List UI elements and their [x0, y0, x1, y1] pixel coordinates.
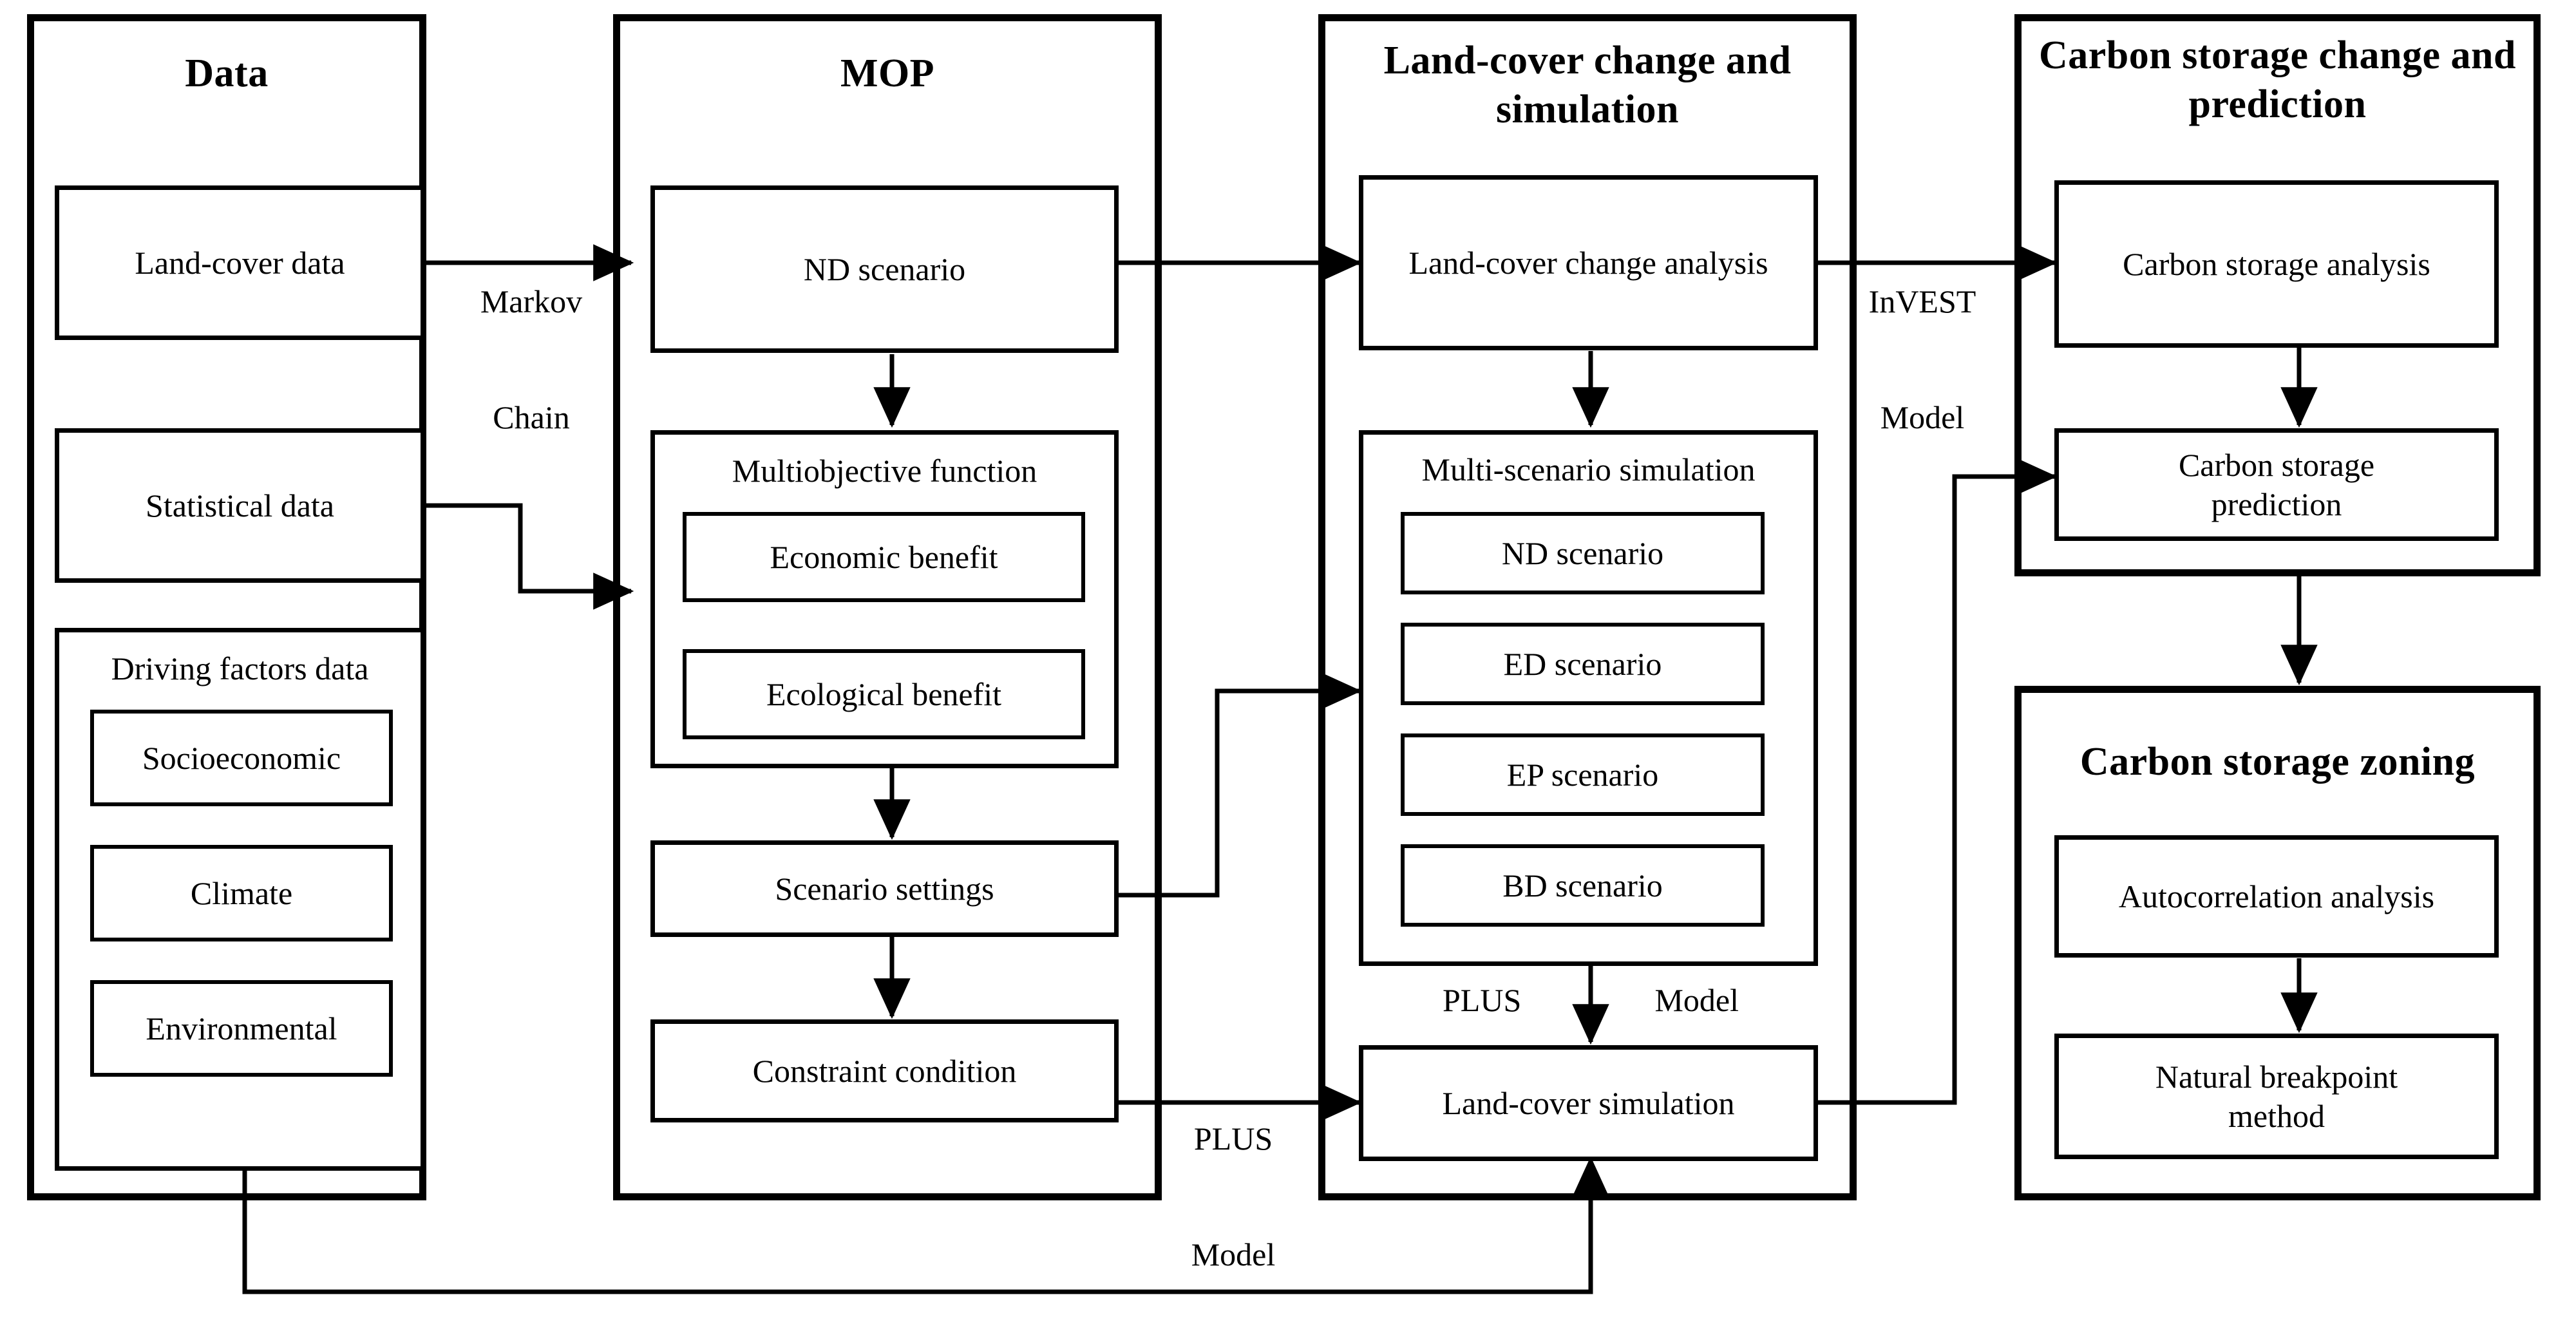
box-environmental[interactable]: Environmental — [90, 980, 393, 1077]
box-ep-scenario-sim[interactable]: EP scenario — [1401, 733, 1765, 816]
box-statistical-data-label: Statistical data — [146, 487, 334, 524]
box-socioeconomic-label: Socioeconomic — [142, 739, 341, 776]
box-ep-scenario-sim-label: EP scenario — [1506, 756, 1659, 793]
panel-carbon-storage-change-and-prediction[interactable]: Carbon storage change and prediction — [2014, 14, 2541, 576]
box-scenario-settings-label: Scenario settings — [775, 870, 994, 907]
box-ed-scenario-sim-label: ED scenario — [1503, 645, 1662, 682]
box-climate[interactable]: Climate — [90, 845, 393, 941]
edge-label-invest-model: InVEST Model — [1839, 205, 2006, 514]
box-land-cover-data[interactable]: Land-cover data — [55, 185, 425, 340]
box-ed-scenario-sim[interactable]: ED scenario — [1401, 623, 1765, 705]
edge-label-invest-model-line1: InVEST — [1868, 283, 1976, 319]
panel-carbon-storage-zoning[interactable]: Carbon storage zoning — [2014, 686, 2541, 1200]
edge-label-plus-model-scenario-sim-line1: PLUS — [1443, 982, 1522, 1018]
groupbox-driving-factors-data-label: Driving factors data — [111, 650, 369, 686]
box-economic-benefit-label: Economic benefit — [770, 538, 998, 575]
panel-mop[interactable]: MOP — [613, 14, 1162, 1200]
edge-label-markov-chain-line2: Chain — [493, 399, 570, 435]
edge-label-plus-model-constraint-line2: Model — [1191, 1236, 1276, 1272]
box-land-cover-data-label: Land-cover data — [135, 244, 345, 281]
edge-label-plus-model-scenario-sim: PLUS Model — [1443, 981, 1739, 1019]
box-natural-breakpoint-method[interactable]: Natural breakpoint method — [2054, 1034, 2499, 1159]
wire-statistical-to-mof — [425, 503, 634, 610]
box-socioeconomic[interactable]: Socioeconomic — [90, 710, 393, 806]
box-bd-scenario-sim-label: BD scenario — [1502, 867, 1663, 903]
edge-label-markov-chain-line1: Markov — [480, 283, 583, 319]
box-land-cover-change-analysis[interactable]: Land-cover change analysis — [1359, 175, 1818, 350]
box-environmental-label: Environmental — [146, 1010, 337, 1046]
panel-data[interactable]: Data — [27, 14, 426, 1200]
box-carbon-storage-analysis-label: Carbon storage analysis — [2123, 245, 2430, 282]
panel-carbon-storage-zoning-title: Carbon storage zoning — [2079, 740, 2476, 784]
box-scenario-settings[interactable]: Scenario settings — [650, 840, 1119, 937]
groupbox-multi-scenario-simulation-label: Multi-scenario simulation — [1421, 451, 1756, 487]
box-ecological-benefit-label: Ecological benefit — [766, 676, 1002, 712]
box-bd-scenario-sim[interactable]: BD scenario — [1401, 844, 1765, 927]
groupbox-multiobjective-function-label: Multiobjective function — [732, 453, 1037, 489]
panel-carbon-storage-change-and-prediction-title: Carbon storage change and prediction — [2038, 33, 2517, 126]
box-land-cover-simulation-label: Land-cover simulation — [1442, 1084, 1735, 1121]
edge-label-plus-model-constraint: PLUS Model — [1153, 1042, 1314, 1324]
edge-label-invest-model-line2: Model — [1880, 399, 1965, 435]
edge-label-plus-model-constraint-line1: PLUS — [1193, 1121, 1273, 1157]
box-nd-scenario[interactable]: ND scenario — [650, 185, 1119, 353]
box-land-cover-change-analysis-label: Land-cover change analysis — [1408, 244, 1768, 281]
panel-land-cover-change-and-simulation[interactable]: Land-cover change and simulation — [1318, 14, 1857, 1200]
box-carbon-storage-prediction-label: Carbon storage prediction — [2178, 446, 2375, 522]
box-autocorrelation-analysis-label: Autocorrelation analysis — [2118, 878, 2435, 914]
box-natural-breakpoint-method-label: Natural breakpoint method — [2155, 1058, 2398, 1134]
box-carbon-storage-prediction[interactable]: Carbon storage prediction — [2054, 428, 2499, 541]
box-nd-scenario-sim-label: ND scenario — [1501, 534, 1664, 571]
box-economic-benefit[interactable]: Economic benefit — [683, 512, 1085, 602]
panel-land-cover-change-and-simulation-title: Land-cover change and simulation — [1383, 39, 1792, 131]
box-constraint-condition-label: Constraint condition — [752, 1052, 1017, 1089]
box-nd-scenario-label: ND scenario — [803, 251, 966, 287]
box-statistical-data[interactable]: Statistical data — [55, 428, 425, 583]
box-nd-scenario-sim[interactable]: ND scenario — [1401, 512, 1765, 594]
box-land-cover-simulation[interactable]: Land-cover simulation — [1359, 1045, 1818, 1161]
edge-label-markov-chain: Markov Chain — [451, 205, 612, 514]
box-ecological-benefit[interactable]: Ecological benefit — [683, 649, 1085, 739]
edge-label-plus-model-bottom: PLUS Model — [644, 1240, 1005, 1324]
edge-label-plus-model-bottom-line1: PLUS Model — [644, 1317, 1005, 1324]
edge-label-plus-model-scenario-sim-line2: Model — [1654, 982, 1739, 1018]
box-autocorrelation-analysis[interactable]: Autocorrelation analysis — [2054, 835, 2499, 958]
box-climate-label: Climate — [190, 875, 293, 911]
panel-mop-title: MOP — [840, 52, 935, 95]
panel-data-title: Data — [185, 52, 269, 95]
box-constraint-condition[interactable]: Constraint condition — [650, 1019, 1119, 1122]
box-carbon-storage-analysis[interactable]: Carbon storage analysis — [2054, 180, 2499, 348]
